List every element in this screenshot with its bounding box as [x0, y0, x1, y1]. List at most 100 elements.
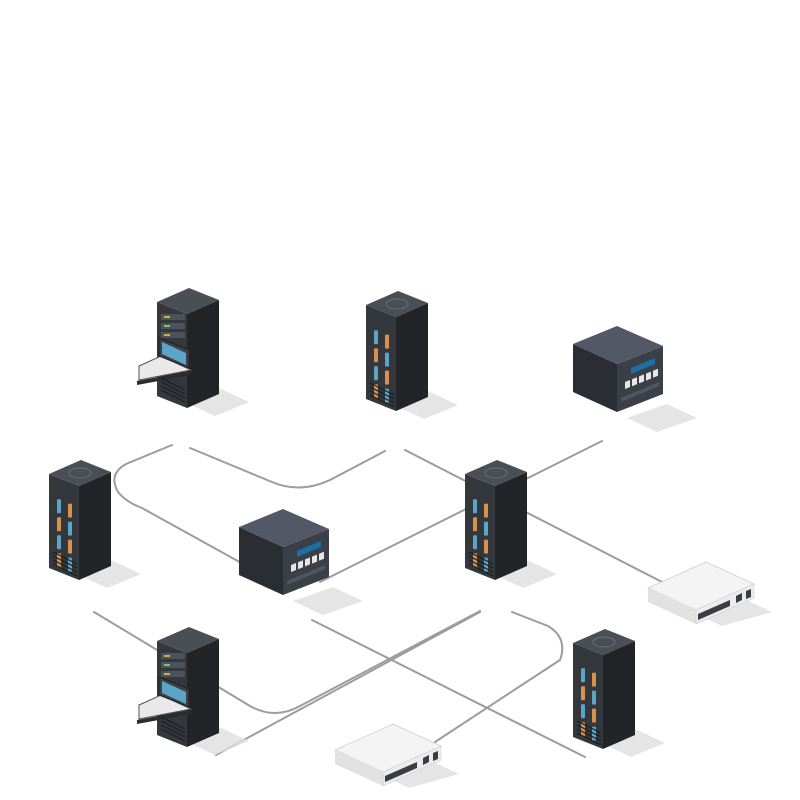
nas-lcd — [631, 358, 655, 374]
switch-ports — [698, 600, 730, 620]
devices — [49, 288, 772, 788]
rack-unit — [161, 314, 185, 320]
drive-bay — [385, 334, 389, 349]
drive-bay — [592, 672, 596, 687]
switch-right-network-switch-icon — [647, 561, 772, 626]
nas-top-face — [573, 326, 663, 364]
laptop-tray — [137, 371, 191, 385]
rack-side — [495, 472, 527, 580]
grille-line — [468, 563, 494, 577]
nas-left-face — [573, 344, 617, 412]
drive-bay — [592, 708, 596, 723]
unit-led — [164, 316, 170, 318]
rack-side — [187, 300, 219, 408]
grille-line — [160, 385, 186, 399]
drive-bay — [484, 503, 488, 518]
rack-side — [187, 639, 219, 747]
floor-shadow — [77, 560, 141, 588]
rack-top — [157, 627, 219, 653]
grille-line — [369, 390, 395, 404]
rack-side — [396, 303, 428, 411]
nas-lcd — [297, 541, 321, 557]
grille-line — [52, 551, 78, 565]
drive-bay — [473, 535, 477, 550]
grille-line — [468, 559, 494, 573]
grille-line — [576, 728, 602, 742]
drive-bay — [473, 517, 477, 532]
rack-vent — [484, 467, 508, 479]
drive-bay — [57, 499, 61, 514]
cable-rack-center-middle-to-switch-bottom — [434, 611, 564, 743]
switch-power-port — [433, 751, 438, 761]
unit-led — [164, 673, 170, 675]
nas-drive-slot — [653, 368, 658, 378]
grille-line — [160, 377, 186, 391]
drive-bay — [374, 348, 378, 363]
cable-rack-center-top-to-switch-right — [404, 449, 667, 585]
rack-center-top-server-rack-icon — [366, 291, 458, 419]
rack-top — [366, 291, 428, 317]
drive-bay — [68, 539, 72, 554]
grille-line — [52, 555, 78, 569]
floor-shadow — [692, 598, 772, 626]
rack-top — [157, 288, 219, 314]
drive-bay — [581, 704, 585, 719]
floor-shadow — [379, 760, 459, 788]
grille-line — [576, 732, 602, 746]
drive-bay — [484, 539, 488, 554]
drive-bay — [473, 499, 477, 514]
grille-line — [369, 382, 395, 396]
nas-left-face — [239, 527, 283, 595]
grille-line — [52, 559, 78, 573]
cable-rack-center-middle-to-rack-laptop-bottom — [215, 611, 481, 756]
nas-drive-slot — [646, 371, 651, 381]
drive-bay — [385, 370, 389, 385]
laptop-display — [162, 342, 186, 365]
grille-line — [52, 563, 78, 577]
grille-line — [369, 386, 395, 400]
drive-bay — [374, 366, 378, 381]
nas-base-strip — [287, 565, 325, 585]
switch-power-port — [746, 589, 751, 599]
grille-line — [160, 381, 186, 395]
nas-drive-slot — [632, 377, 637, 387]
grille-line — [160, 720, 186, 734]
unit-led — [164, 664, 170, 666]
switch-ports — [385, 762, 417, 782]
switch-uplink-port — [423, 755, 429, 765]
laptop-keyboard — [138, 694, 193, 720]
grille-line — [576, 724, 602, 738]
rack-unit — [161, 671, 185, 677]
grille-line — [576, 720, 602, 734]
drive-bay — [581, 686, 585, 701]
drive-bay — [484, 521, 488, 536]
nas-drive-slot — [639, 374, 644, 384]
drive-bay — [68, 521, 72, 536]
rack-unit — [161, 332, 185, 338]
switch-left-face — [648, 588, 696, 624]
rack-right-bottom-server-rack-icon — [573, 629, 665, 757]
rack-laptop-bottom-server-rack-with-laptop-icon — [137, 627, 249, 755]
floor-shadow — [627, 404, 697, 432]
rack-unit — [161, 653, 185, 659]
switch-left-face — [335, 750, 383, 786]
rack-top — [573, 629, 635, 655]
rack-side — [603, 641, 635, 749]
drive-bay — [581, 668, 585, 683]
nas-drive-slot — [305, 557, 310, 567]
cables — [93, 440, 667, 758]
nas-drive-slot — [319, 551, 324, 561]
drive-bay — [592, 690, 596, 705]
drive-bay — [68, 503, 72, 518]
rack-side — [79, 472, 111, 580]
nas-drive-slot — [298, 560, 303, 570]
rack-laptop-top-server-rack-with-laptop-icon — [137, 288, 249, 416]
nas-drive-slot — [625, 380, 630, 389]
floor-shadow — [601, 729, 665, 757]
grille-line — [468, 551, 494, 565]
switch-uplink-port — [736, 593, 742, 603]
grille-line — [160, 728, 186, 742]
cable-nas-center-to-nas-top-right — [319, 440, 603, 583]
